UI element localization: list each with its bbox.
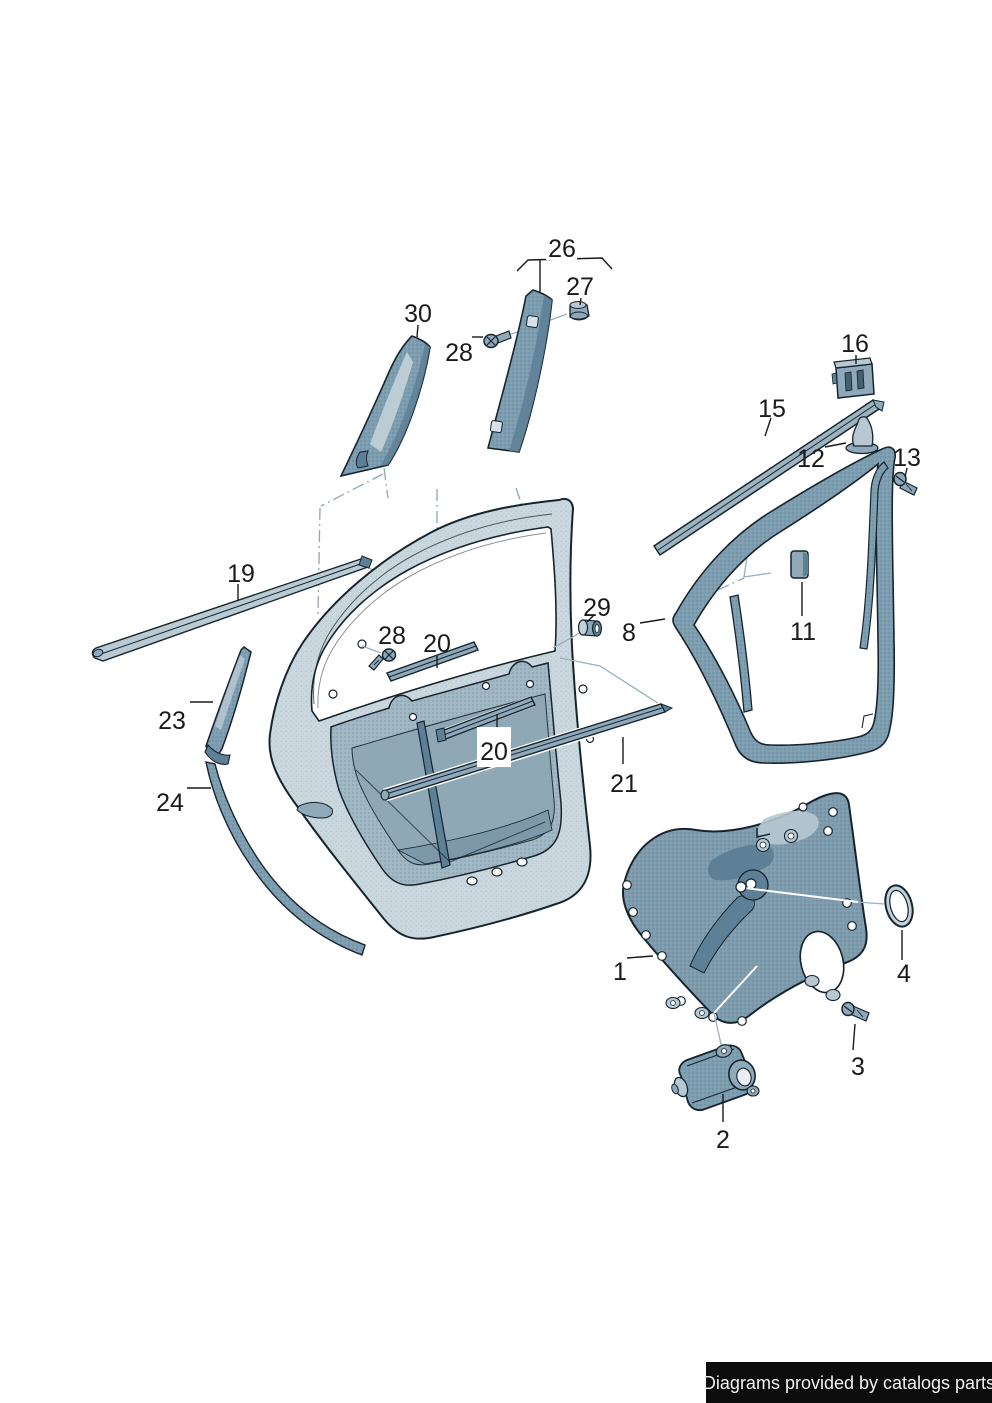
callout-2[interactable]: 2 bbox=[716, 1126, 730, 1154]
screw-13 bbox=[893, 471, 918, 496]
door-edge-seal-24 bbox=[205, 761, 366, 956]
plate-bosses bbox=[665, 828, 841, 1020]
window-regulator-carrier-panel bbox=[622, 792, 868, 1026]
bracket-16 bbox=[831, 357, 875, 399]
door-holes bbox=[328, 639, 595, 886]
inner-belt-strip-upper bbox=[385, 641, 479, 682]
callout-26[interactable]: 26 bbox=[548, 235, 576, 263]
pillar-trim-26 bbox=[486, 289, 568, 453]
callout-20-upper[interactable]: 20 bbox=[423, 630, 451, 658]
footer-credit-text: Diagrams provided by catalogs parts bbox=[703, 1373, 992, 1393]
cap-11 bbox=[790, 550, 809, 579]
callout-29[interactable]: 29 bbox=[583, 594, 611, 622]
callout-labels: 1 2 3 4 8 11 12 13 15 16 19 20 20 21 23 … bbox=[156, 235, 921, 1154]
label-20-backing bbox=[477, 727, 511, 767]
callout-23[interactable]: 23 bbox=[158, 707, 186, 735]
outer-window-slot-seal-19 bbox=[91, 555, 373, 662]
window-motor bbox=[671, 1044, 760, 1112]
callout-30[interactable]: 30 bbox=[404, 300, 432, 328]
handle-pocket bbox=[296, 801, 333, 819]
regulator-rail bbox=[416, 720, 451, 869]
bushing-29 bbox=[577, 619, 603, 637]
callout-19[interactable]: 19 bbox=[227, 560, 255, 588]
pillar-trim-23 bbox=[204, 646, 252, 765]
callout-28-door[interactable]: 28 bbox=[378, 622, 406, 650]
callout-20-lower[interactable]: 20 bbox=[480, 738, 508, 766]
callout-16[interactable]: 16 bbox=[841, 330, 869, 358]
callout-28-top[interactable]: 28 bbox=[445, 339, 473, 367]
callout-4[interactable]: 4 bbox=[897, 960, 911, 988]
callout-21[interactable]: 21 bbox=[610, 770, 638, 798]
callout-13[interactable]: 13 bbox=[893, 444, 921, 472]
footer-background bbox=[706, 1362, 992, 1403]
callout-27[interactable]: 27 bbox=[566, 273, 594, 301]
bracket-26-brace bbox=[516, 257, 613, 292]
callout-12[interactable]: 12 bbox=[797, 445, 825, 473]
grommet-27 bbox=[569, 301, 590, 321]
callout-11[interactable]: 11 bbox=[790, 618, 816, 646]
callout-8[interactable]: 8 bbox=[622, 619, 636, 647]
window-guide-rail-15 bbox=[652, 398, 885, 557]
outer-belt-strip-21 bbox=[380, 701, 674, 802]
sealing-ring-4 bbox=[884, 884, 914, 928]
callout-3[interactable]: 3 bbox=[851, 1053, 865, 1081]
plate-holes bbox=[622, 802, 857, 1026]
door-panel bbox=[268, 497, 595, 940]
label-26-backing bbox=[546, 236, 577, 260]
window-opening bbox=[310, 526, 557, 722]
leader-lines bbox=[187, 297, 908, 1122]
screw-28-top bbox=[483, 330, 512, 349]
screw-3 bbox=[841, 1001, 870, 1022]
inner-belt-strip-lower bbox=[435, 695, 536, 743]
door-window-seal-8 bbox=[672, 446, 897, 764]
callout-24[interactable]: 24 bbox=[156, 789, 184, 817]
screw-28-door bbox=[368, 648, 397, 671]
callout-15[interactable]: 15 bbox=[758, 395, 786, 423]
pillar-trim-30 bbox=[339, 335, 431, 478]
callout-1[interactable]: 1 bbox=[613, 958, 627, 986]
clip-12 bbox=[845, 416, 879, 455]
footer-bar: Diagrams provided by catalogs parts bbox=[703, 1362, 992, 1403]
